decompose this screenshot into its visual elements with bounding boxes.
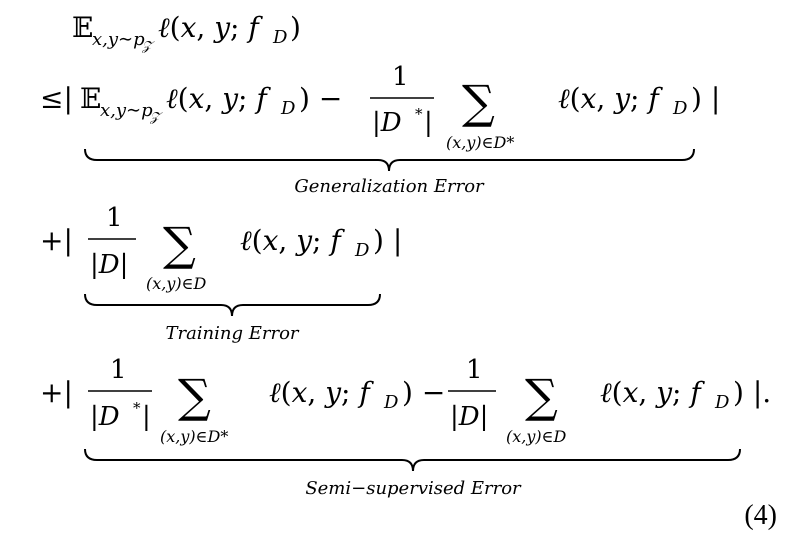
svg-text:𝒵: 𝒵 bbox=[141, 39, 155, 54]
svg-text:𝔼: 𝔼 bbox=[72, 11, 93, 44]
svg-text:ℓ(x, y; f: ℓ(x, y; f bbox=[558, 82, 663, 115]
svg-text:∑: ∑ bbox=[163, 217, 196, 271]
svg-text:(x,y)∈D: (x,y)∈D bbox=[506, 427, 566, 446]
svg-text:+|: +| bbox=[40, 376, 73, 409]
svg-text:∑: ∑ bbox=[462, 75, 495, 129]
training-error-label: Training Error bbox=[165, 323, 299, 344]
svg-text:|D|: |D| bbox=[450, 402, 488, 432]
svg-text:) −: ) − bbox=[299, 82, 342, 115]
svg-text:D: D bbox=[354, 240, 370, 261]
svg-text:x,y∼p: x,y∼p bbox=[100, 100, 153, 121]
svg-text:≤|: ≤| bbox=[40, 82, 73, 115]
svg-text:) −: ) − bbox=[402, 376, 445, 409]
line-4-semi-supervised: +| 1 |D * | ∑ (x,y)∈D* ℓ(x, y; f D ) − 1… bbox=[40, 355, 771, 446]
svg-text:) |.: ) |. bbox=[733, 376, 771, 409]
svg-text:|D|: |D| bbox=[90, 250, 128, 280]
svg-text:1: 1 bbox=[106, 203, 123, 233]
svg-text:1: 1 bbox=[392, 62, 409, 92]
svg-text:ℓ(x, y; f: ℓ(x, y; f bbox=[600, 376, 705, 409]
svg-text:ℓ(x, y; f: ℓ(x, y; f bbox=[269, 376, 374, 409]
line-2-generalization: ≤| 𝔼 x,y∼p 𝒵 ℓ(x, y; f D ) − 1 |D * | ∑ … bbox=[40, 62, 720, 152]
svg-text:) |: ) | bbox=[691, 82, 720, 115]
line-1-expectation: 𝔼 x,y∼p 𝒵 ℓ(x, y; f D ) bbox=[72, 11, 301, 54]
svg-text:D: D bbox=[272, 27, 288, 48]
svg-text:ℓ(x, y; f: ℓ(x, y; f bbox=[166, 82, 271, 115]
svg-text:x,y∼p: x,y∼p bbox=[92, 29, 145, 50]
underbrace-semi-supervised bbox=[84, 448, 741, 472]
svg-text:|: | bbox=[424, 108, 433, 138]
svg-text:|: | bbox=[142, 402, 151, 432]
svg-text:𝒵: 𝒵 bbox=[149, 110, 163, 125]
svg-text:): ) bbox=[290, 11, 301, 44]
svg-text:*: * bbox=[133, 399, 141, 417]
svg-text:ℓ(x, y; f: ℓ(x, y; f bbox=[158, 11, 263, 44]
line-3-training: +| 1 |D| ∑ (x,y)∈D ℓ(x, y; f D ) | bbox=[40, 203, 402, 293]
equation-number: (4) bbox=[744, 500, 777, 531]
svg-text:|D: |D bbox=[372, 108, 402, 138]
svg-text:∑: ∑ bbox=[525, 369, 558, 423]
svg-text:(x,y)∈D*: (x,y)∈D* bbox=[446, 133, 514, 152]
svg-text:𝔼: 𝔼 bbox=[80, 82, 101, 115]
svg-text:(x,y)∈D*: (x,y)∈D* bbox=[160, 427, 228, 446]
svg-text:1: 1 bbox=[110, 355, 127, 385]
svg-text:ℓ(x, y; f: ℓ(x, y; f bbox=[240, 224, 345, 257]
svg-text:∑: ∑ bbox=[178, 369, 211, 423]
generalization-error-label: Generalization Error bbox=[294, 176, 485, 197]
svg-text:*: * bbox=[415, 105, 423, 123]
underbrace-training bbox=[84, 293, 381, 317]
semi-supervised-error-label: Semi−supervised Error bbox=[305, 478, 522, 499]
svg-text:) |: ) | bbox=[373, 224, 402, 257]
underbrace-generalization bbox=[84, 148, 695, 172]
svg-text:1: 1 bbox=[466, 355, 483, 385]
svg-text:D: D bbox=[714, 392, 730, 413]
svg-text:(x,y)∈D: (x,y)∈D bbox=[146, 274, 206, 293]
svg-text:+|: +| bbox=[40, 224, 73, 257]
svg-text:|D: |D bbox=[90, 402, 120, 432]
svg-text:D: D bbox=[672, 98, 688, 119]
svg-text:D: D bbox=[280, 98, 296, 119]
svg-text:D: D bbox=[383, 392, 399, 413]
